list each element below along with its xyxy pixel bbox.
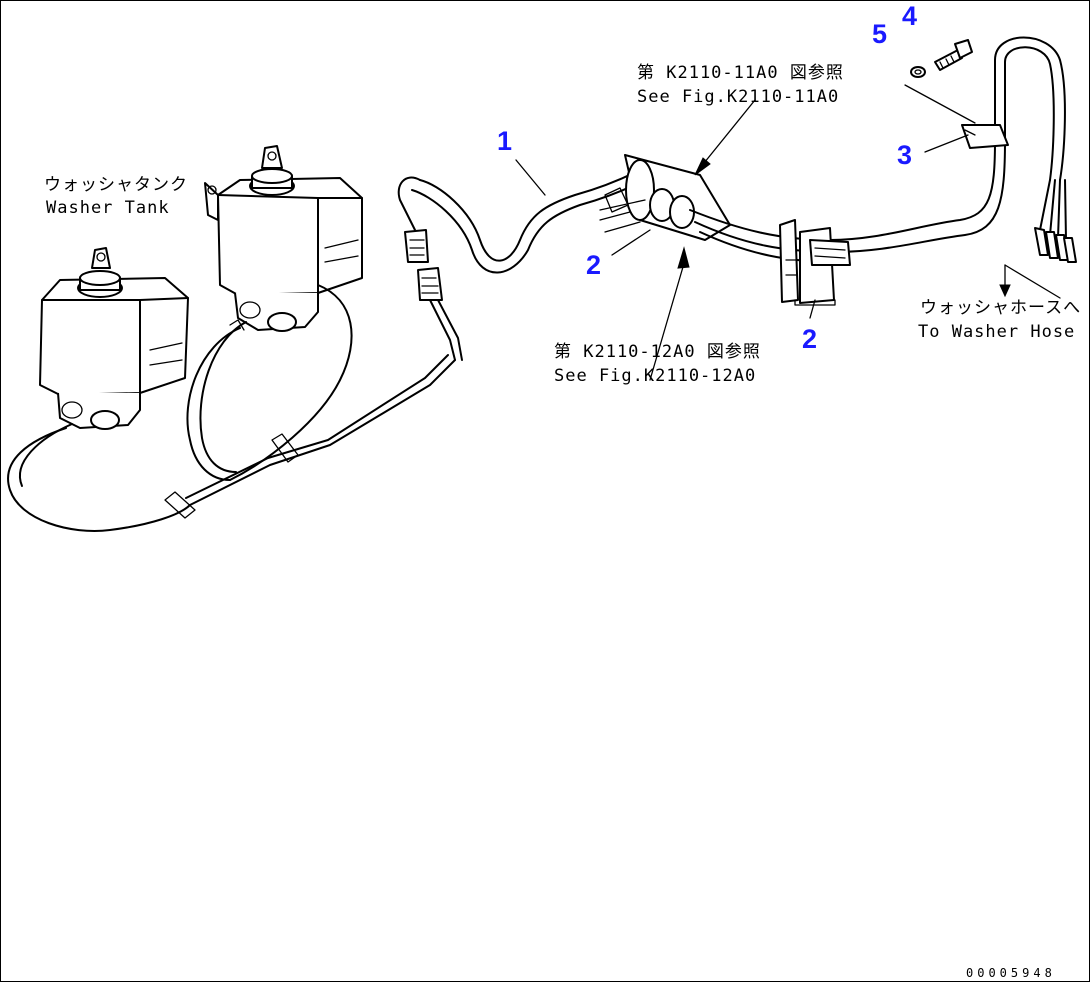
washer-tank-left: [39, 247, 189, 430]
drawing-code: 00005948: [966, 966, 1056, 980]
washer-hose-label-en: To Washer Hose: [918, 322, 1076, 342]
harness-connector-mid: [397, 176, 463, 361]
part-number-4: 4: [902, 1, 918, 31]
part-number-2-left: 2: [586, 250, 602, 280]
part-number-2-right: 2: [802, 324, 818, 354]
leader-lines: [515, 99, 1061, 381]
main-harness: [411, 36, 1077, 304]
part-number-3: 3: [897, 140, 913, 170]
reference-2-label-jp: 第 K2110-12A0 図参照: [554, 342, 761, 362]
part-number-5: 5: [872, 19, 888, 49]
washer-hose-label-jp: ウォッシャホースへ: [920, 298, 1082, 318]
washer-tank-right: [204, 145, 363, 332]
washer-tank-label-en: Washer Tank: [46, 198, 170, 218]
reference-1-label-jp: 第 K2110-11A0 図参照: [637, 63, 844, 83]
bolt-and-washer: [904, 39, 976, 124]
washer-tank-label-jp: ウォッシャタンク: [44, 175, 188, 195]
tank-wiring: [7, 284, 456, 532]
part-number-1: 1: [497, 126, 513, 156]
reference-1-label-en: See Fig.K2110-11A0: [637, 87, 840, 107]
reference-2-label-en: See Fig.K2110-12A0: [554, 366, 757, 386]
